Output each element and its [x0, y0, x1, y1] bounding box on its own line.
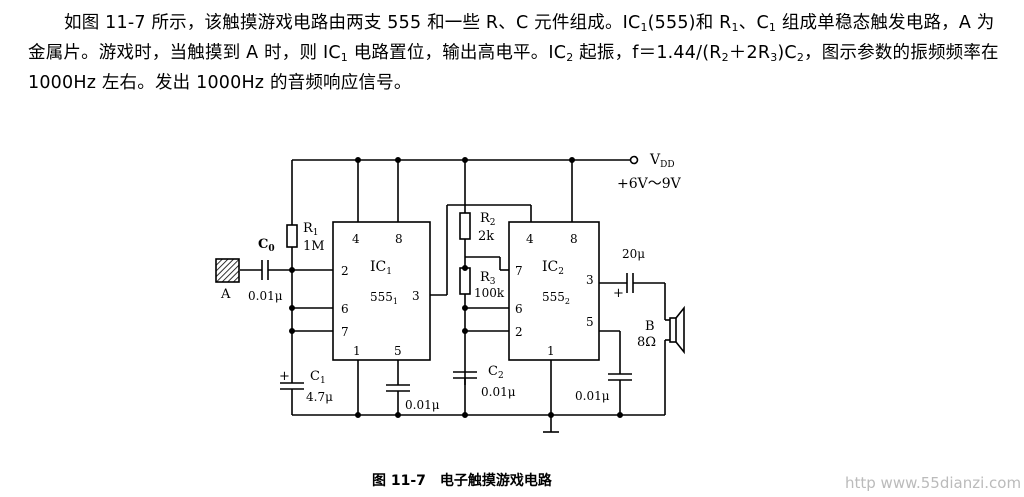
r1-resistor [286, 224, 298, 248]
ic2-pin5-cap-value: 0.01μ [575, 389, 610, 403]
speaker-label: B [645, 319, 655, 334]
ic1-pin-6: 6 [341, 302, 349, 316]
subscript: 1 [731, 21, 739, 34]
ic2-pin-7: 7 [515, 264, 523, 278]
text-segment: 组成单稳态触发电路，A 为金属片。游戏时，当触摸到 A 时，则 IC [28, 13, 995, 63]
r3-value: 100k [474, 286, 505, 300]
r1-label: R1 [303, 221, 319, 238]
r2-value: 2k [478, 229, 494, 244]
ic1-pin5-cap-value: 0.01μ [405, 398, 440, 412]
touch-plate-label: A [220, 287, 231, 302]
circuit-wires [240, 155, 685, 433]
vdd-terminal [629, 155, 639, 165]
ic1-pin-8: 8 [395, 232, 403, 246]
text-segment: 、C [738, 13, 769, 33]
ic1-pin-4: 4 [352, 232, 360, 246]
subscript: 2 [566, 51, 574, 64]
ic1-pin-5: 5 [394, 344, 402, 358]
output-cap-value: 20μ [622, 247, 645, 261]
ic1-chip [332, 221, 431, 361]
ic2-pin-8: 8 [570, 232, 578, 246]
r3-label: R3 [480, 270, 496, 287]
subscript: 2 [796, 51, 805, 64]
r2-resistor [459, 212, 471, 240]
ic2-pin-4: 4 [526, 232, 534, 246]
speaker-icon [669, 317, 677, 343]
subscript: 1 [640, 21, 648, 34]
r3-resistor [459, 267, 471, 295]
ic2-label: IC2 [542, 259, 564, 277]
figure-caption: 图 11-7 电子触摸游戏电路 [372, 473, 552, 489]
subscript: 2 [721, 51, 729, 64]
text-segment: 起振，f＝1.44/(R [573, 43, 722, 63]
c1-value: 4.7μ [306, 390, 333, 404]
ic2-pin-5: 5 [586, 315, 594, 329]
r1-value: 1M [303, 239, 325, 254]
vdd-label: VDD [649, 152, 675, 170]
text-segment: (555)和 R [647, 13, 732, 33]
ic2-type: 5552 [542, 290, 570, 306]
ic1-pin-2: 2 [341, 264, 349, 278]
output-cap-polarity: + [613, 286, 624, 301]
ic2-chip [508, 221, 600, 361]
ic2-pin-2: 2 [515, 325, 523, 339]
subscript: 3 [770, 51, 778, 64]
c0-value: 0.01μ [248, 289, 283, 303]
c2-value: 0.01μ [481, 385, 516, 399]
text-segment: 如图 11-7 所示，该触摸游戏电路由两支 555 和一些 R、C 元件组成。I… [64, 13, 641, 33]
text-segment: 电路置位，输出高电平。IC [347, 43, 567, 63]
touch-plate-icon [215, 258, 240, 283]
ic1-pin-3: 3 [412, 289, 420, 303]
text-segment: ＋2R [728, 43, 771, 63]
r2-label: R2 [480, 211, 496, 228]
subscript: 1 [768, 21, 777, 34]
c2-label: C2 [488, 364, 504, 381]
ic1-pin-7: 7 [341, 325, 349, 339]
text-segment: )C [777, 43, 797, 63]
ic1-type: 5551 [370, 290, 398, 306]
supply-range-label: +6V～9V [617, 176, 682, 192]
speaker-value: 8Ω [637, 335, 656, 350]
watermark: http www.55dianzi.com [845, 474, 1022, 492]
ic2-pin-3: 3 [586, 273, 594, 287]
ic1-pin-1: 1 [353, 344, 361, 358]
ic2-pin-1: 1 [547, 344, 555, 358]
subscript: 1 [340, 51, 348, 64]
description-paragraph: 如图 11-7 所示，该触摸游戏电路由两支 555 和一些 R、C 元件组成。I… [28, 8, 1003, 98]
ic2-pin-6: 6 [515, 302, 523, 316]
c1-label: C1 [310, 369, 326, 386]
c0-label: C0 [258, 237, 275, 254]
text-segment: ，图示参数的振频频率在 1000Hz 左右。发出 1000Hz 的音频响应信号。 [28, 43, 999, 93]
c1-polarity: + [279, 369, 290, 384]
ic1-label: IC1 [370, 259, 392, 277]
